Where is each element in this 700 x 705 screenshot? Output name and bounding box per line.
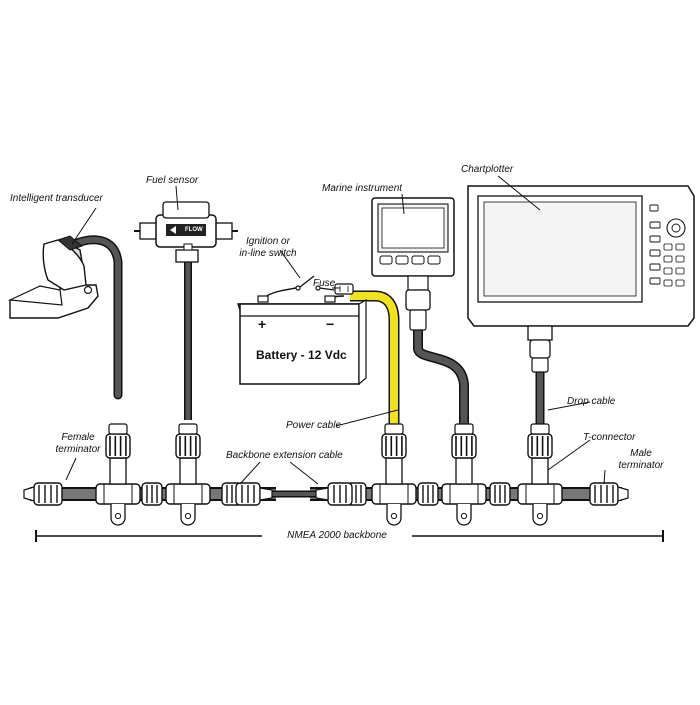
fuse-icon xyxy=(334,283,354,295)
female-terminator-icon xyxy=(23,482,63,506)
backbone-coupler-icon xyxy=(417,482,439,506)
label-chartplotter: Chartplotter xyxy=(461,164,514,175)
label-male-terminator-line2: terminator xyxy=(618,460,664,471)
label-female-terminator-line2: terminator xyxy=(55,444,101,455)
fuel-sensor-flow-label: FLOW xyxy=(185,227,203,233)
drop-connector-nut xyxy=(105,423,131,459)
drop-connector-nut xyxy=(527,423,553,459)
backbone-coupler-icon xyxy=(141,482,163,506)
label-t-connector: T-connector xyxy=(583,432,636,443)
backbone-parts xyxy=(23,423,629,526)
extension-connector-icon xyxy=(315,482,353,506)
label-power-cable: Power cable xyxy=(286,420,342,431)
label-ignition-line1: Ignition or xyxy=(246,236,290,247)
t-connector-icon xyxy=(371,423,417,526)
label-backbone-extension-cable: Backbone extension cable xyxy=(226,450,343,461)
chartplotter-icon xyxy=(467,185,695,373)
label-fuse: Fuse xyxy=(313,278,336,289)
label-ignition-line2: in-line switch xyxy=(239,248,297,259)
leader-lines xyxy=(65,175,606,485)
switch-icon xyxy=(295,275,335,291)
t-connector-icon xyxy=(441,423,487,526)
battery-label: Battery - 12 Vdc xyxy=(256,348,347,362)
drop-connector-nut xyxy=(175,423,201,459)
instrument-drop-cable xyxy=(413,330,469,425)
backbone-coupler-icon xyxy=(489,482,511,506)
label-female-terminator-line1: Female xyxy=(61,432,95,443)
marine-instrument-icon xyxy=(371,197,455,331)
male-terminator-icon xyxy=(589,482,629,506)
label-intelligent-transducer: Intelligent transducer xyxy=(10,193,103,204)
transducer-icon xyxy=(7,235,99,319)
label-drop-cable: Drop cable xyxy=(567,396,616,407)
label-marine-instrument: Marine instrument xyxy=(322,183,403,194)
battery-negative-symbol: − xyxy=(326,316,335,332)
drop-connector-nut xyxy=(451,423,477,459)
drop-connector-nut xyxy=(381,423,407,459)
battery-icon xyxy=(237,295,367,386)
backbone-dimension-line xyxy=(35,528,664,544)
chartplotter-buttons xyxy=(649,204,686,287)
label-male-terminator-line1: Male xyxy=(630,448,652,459)
battery-positive-symbol: + xyxy=(258,316,267,332)
t-connector-icon xyxy=(95,423,141,526)
extension-connector-icon xyxy=(235,482,273,506)
fuel-sensor-icon xyxy=(134,201,238,263)
label-nmea-backbone: NMEA 2000 backbone xyxy=(287,530,387,541)
t-connector-icon xyxy=(517,423,563,526)
t-connector-icon xyxy=(165,423,211,526)
label-fuel-sensor: Fuel sensor xyxy=(146,175,199,186)
